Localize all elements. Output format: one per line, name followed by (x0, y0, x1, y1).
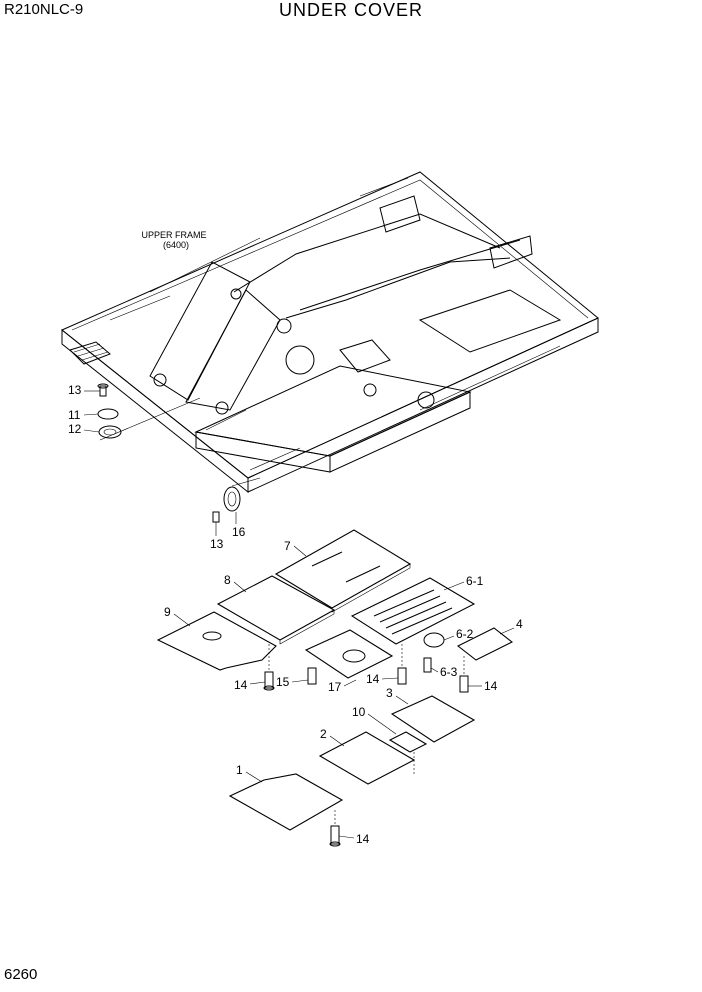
cover-3 (390, 695, 476, 743)
callout-6-3: 6-3 (440, 665, 458, 679)
cover-8 (216, 575, 336, 645)
callout-13-upper: 13 (68, 383, 82, 397)
bolt-13-lower (212, 511, 220, 523)
callout-17: 17 (328, 680, 342, 694)
gasket-6-2 (423, 632, 445, 648)
callout-3: 3 (386, 686, 393, 700)
callout-14-c: 14 (484, 679, 498, 693)
callout-11: 11 (68, 408, 81, 422)
callout-2: 2 (320, 727, 327, 741)
callout-8: 8 (224, 573, 231, 587)
cover-9 (156, 611, 277, 671)
cover-6-1 (350, 577, 476, 645)
page-title: UNDER COVER (278, 0, 423, 20)
plate-11 (97, 408, 119, 420)
bolt-14-b (397, 667, 407, 685)
cover-4 (456, 627, 514, 661)
callout-15: 15 (276, 675, 290, 689)
upper-frame-code: (6400) (163, 240, 189, 250)
callout-6-1: 6-1 (466, 574, 484, 588)
callout-9: 9 (164, 605, 171, 619)
gasket-12 (98, 425, 122, 439)
bolt-14-a (263, 671, 275, 691)
cover-10 (388, 731, 428, 753)
callout-14-a: 14 (234, 678, 248, 692)
callout-16: 16 (232, 525, 246, 539)
callout-14-d: 14 (356, 832, 370, 846)
bolt-15 (307, 667, 317, 685)
callout-12: 12 (68, 422, 82, 436)
callout-13-lower: 13 (210, 537, 224, 551)
page-number: 6260 (4, 966, 38, 983)
bolt-14-d (329, 825, 341, 847)
bolt-13-upper (97, 383, 109, 397)
bolt-14-c (459, 675, 469, 693)
upper-frame-label: UPPER FRAME (141, 230, 206, 240)
callout-14-b: 14 (366, 672, 380, 686)
upper-frame-drawing (61, 171, 599, 494)
cover-1 (228, 773, 344, 831)
callout-7: 7 (284, 539, 291, 553)
callout-1: 1 (236, 763, 243, 777)
grommet-16 (223, 486, 241, 512)
callout-4: 4 (516, 617, 523, 631)
callout-6-2: 6-2 (456, 627, 474, 641)
callout-10: 10 (352, 705, 366, 719)
bolt-6-3 (423, 657, 432, 673)
cover-17 (304, 629, 394, 679)
model-number: R210NLC-9 (4, 1, 84, 18)
